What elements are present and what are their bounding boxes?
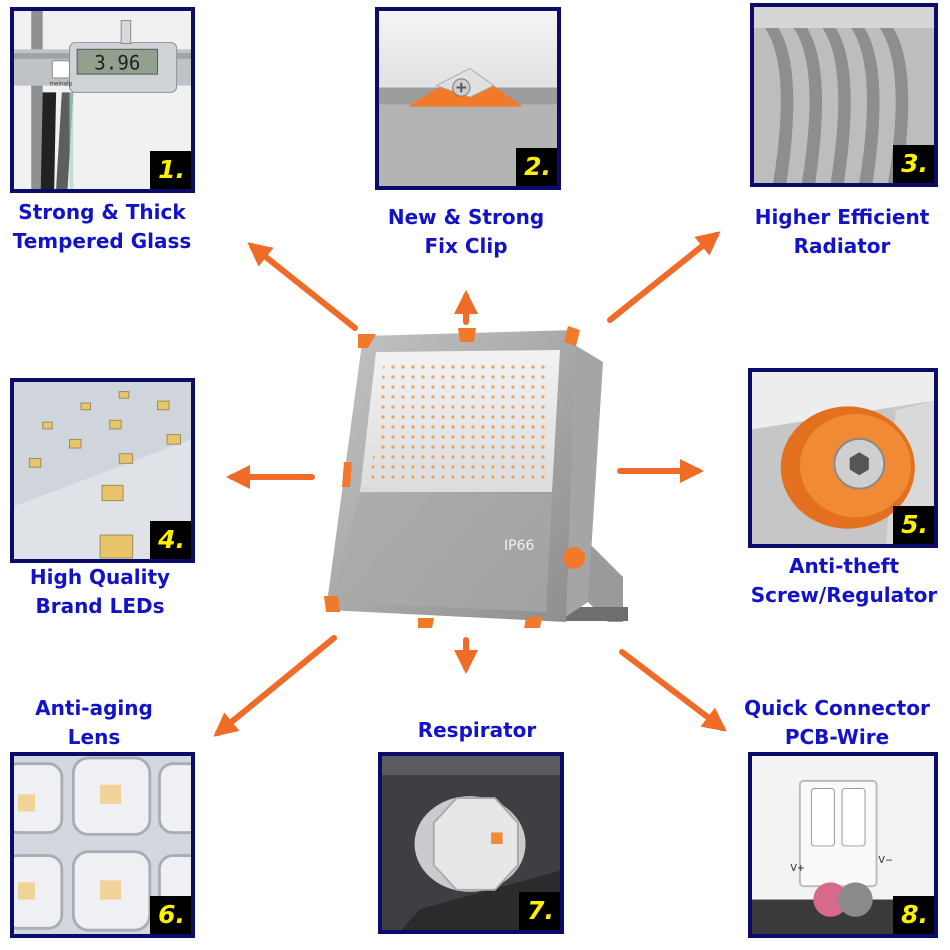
caliper-reading: 3.96: [94, 51, 140, 74]
feature-number-4: 4.: [150, 521, 191, 559]
feature-label-respirator: Respirator: [417, 718, 537, 742]
feature-number-1: 1.: [150, 151, 191, 189]
respirator-photo: [382, 756, 560, 930]
feature-label-clip: New & Strong Fix Clip: [387, 205, 545, 258]
feature-number-3: 3.: [893, 145, 934, 183]
feature-panel-radiator: 3.: [750, 3, 938, 187]
arrow-to-radiator: [607, 231, 721, 323]
feature-panel-glass: 3.96 meinalp 1.: [10, 7, 195, 193]
feature-label-screw: Anti-theft Screw/Regulator: [750, 554, 938, 607]
flood-light-product: IP66: [324, 326, 628, 628]
feature-number-8: 8.: [893, 896, 934, 934]
feature-label-radiator: Higher Efficient Radiator: [754, 205, 930, 258]
terminal-minus-label: V−: [878, 855, 893, 866]
led-strip-photo: [14, 382, 191, 559]
feature-label-lens: Anti-aging Lens: [35, 696, 153, 749]
terminal-plus-label: V+: [790, 863, 805, 874]
feature-label-connector: Quick Connector PCB-Wire: [744, 696, 930, 749]
ip66-mark: IP66: [504, 538, 534, 554]
feature-number-5: 5.: [893, 506, 934, 544]
feature-panel-screw: 5.: [748, 368, 938, 548]
feature-number-2: 2.: [516, 148, 557, 186]
feature-panel-respirator: 7.: [378, 752, 564, 934]
feature-label-glass: Strong & Thick Tempered Glass: [12, 200, 192, 253]
feature-panel-lens: 6.: [10, 752, 195, 938]
caliper-brand: meinalp: [49, 82, 72, 88]
arrow-to-connector: [619, 649, 727, 732]
arrow-to-lens: [213, 635, 337, 737]
feature-number-6: 6.: [150, 896, 191, 934]
arrow-to-glass: [247, 242, 358, 331]
feature-panel-leds: 4.: [10, 378, 195, 563]
caliper-photo: 3.96 meinalp: [14, 11, 191, 189]
feature-panel-clip: 2.: [375, 7, 561, 190]
feature-number-7: 7.: [519, 892, 560, 930]
feature-panel-connector: V+ V− 8.: [748, 752, 938, 938]
feature-label-leds: High Quality Brand LEDs: [29, 565, 171, 618]
